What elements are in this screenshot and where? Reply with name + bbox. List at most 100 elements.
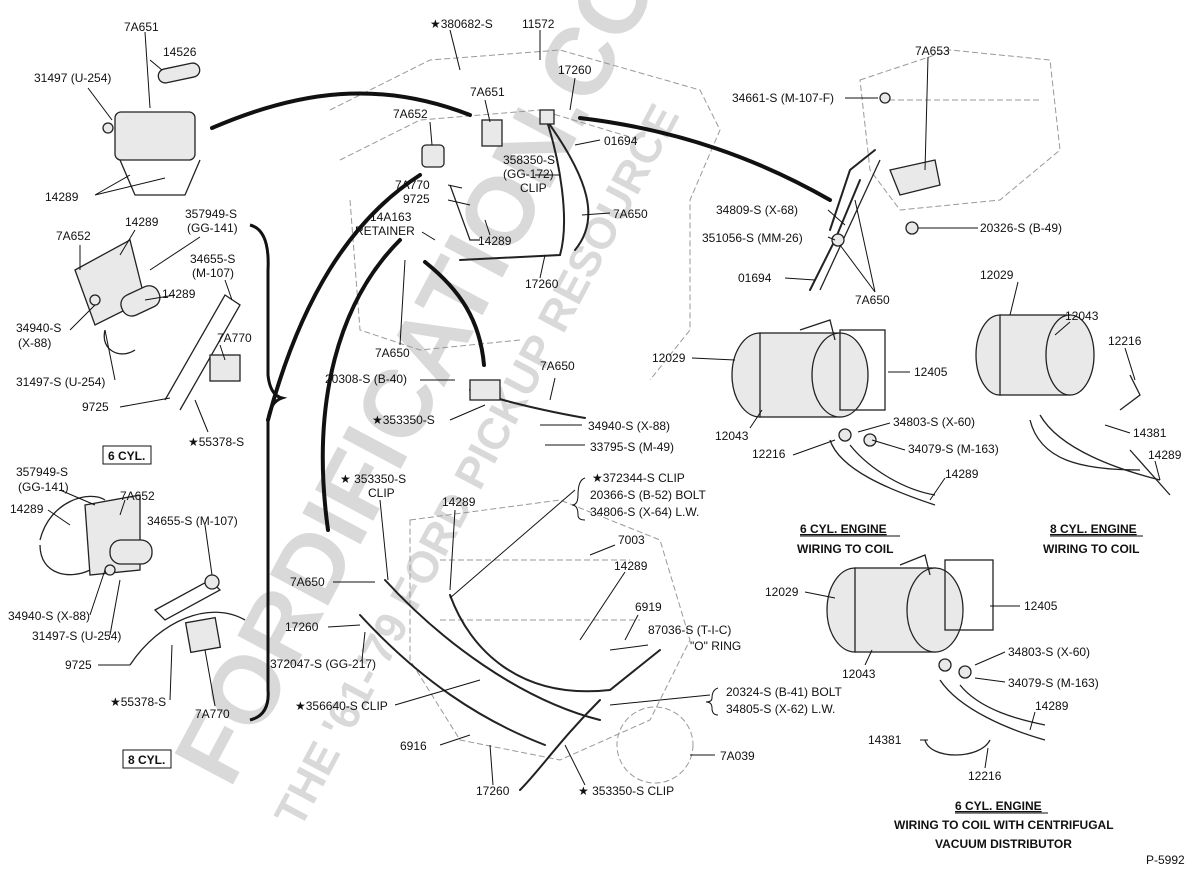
label-12216: 12216 <box>1108 334 1142 348</box>
label-358350-s: 358350-S <box>503 153 555 167</box>
label-17260: 17260 <box>476 784 510 798</box>
label-34805-s-lw: 34805-S (X-62) L.W. <box>726 702 835 716</box>
label-7A653: 7A653 <box>915 44 950 58</box>
label-14289: 14289 <box>162 287 196 301</box>
label-353350-s: ★353350-S <box>372 413 435 427</box>
label-7A651: 7A651 <box>470 85 505 99</box>
heading-8cyl-engine: 8 CYL. ENGINE <box>1050 522 1137 536</box>
label-17260: 17260 <box>525 277 559 291</box>
label-7A652: 7A652 <box>56 229 91 243</box>
label-clip: CLIP <box>368 486 395 500</box>
label-6-cyl: 6 CYL. <box>108 449 145 463</box>
label-14289: 14289 <box>614 559 648 573</box>
label-20366-s-bolt: 20366-S (B-52) BOLT <box>590 488 706 502</box>
label-14289: 14289 <box>125 215 159 229</box>
label-9725: 9725 <box>403 192 430 206</box>
label-34079-s: 34079-S (M-163) <box>908 442 999 456</box>
label-34079-s: 34079-S (M-163) <box>1008 676 1099 690</box>
label-34940-s-x88: 34940-S (X-88) <box>8 609 90 623</box>
label-12216: 12216 <box>968 769 1002 783</box>
label-12029: 12029 <box>652 351 686 365</box>
label-gg-141: (GG-141) <box>187 221 238 235</box>
label-357949-s: 357949-S <box>16 465 68 479</box>
label-380682-s: ★380682-S <box>430 17 493 31</box>
label-14A163: 14A163 <box>370 210 412 224</box>
label-20308-s: 20308-S (B-40) <box>325 372 407 386</box>
label-gg-172: (GG-172) <box>503 167 554 181</box>
label-01694: 01694 <box>738 271 772 285</box>
label-356640-s-clip: ★356640-S CLIP <box>295 699 388 713</box>
label-17260: 17260 <box>558 63 592 77</box>
label-34940-s: 34940-S <box>16 321 61 335</box>
central-connectors <box>421 109 555 401</box>
label-retainer: RETAINER <box>355 224 415 238</box>
part-labels: 7A651 14526 31497 (U-254) 14289 7A652 14… <box>8 17 1185 867</box>
coil-6cyl-centrifugal <box>826 554 1046 756</box>
label-14289: 14289 <box>478 234 512 248</box>
label-351056-s: 351056-S (MM-26) <box>702 231 803 245</box>
label-12405: 12405 <box>1024 599 1058 613</box>
label-34809-s: 34809-S (X-68) <box>716 203 798 217</box>
label-33795-s: 33795-S (M-49) <box>590 440 674 454</box>
bracket-7A653 <box>819 92 941 291</box>
callout-brace-bolt-lw <box>705 687 719 716</box>
label-34803-s: 34803-S (X-60) <box>1008 645 1090 659</box>
label-7A650: 7A650 <box>540 359 575 373</box>
label-353350-s-clip: ★ 353350-S <box>340 472 406 486</box>
label-7A650: 7A650 <box>290 575 325 589</box>
heading-6cyl-engine-centrifugal: 6 CYL. ENGINE <box>955 799 1042 813</box>
group-brace <box>249 223 288 722</box>
label-7A651: 7A651 <box>124 20 159 34</box>
label-7A770: 7A770 <box>195 707 230 721</box>
label-7A652: 7A652 <box>120 489 155 503</box>
label-gg-141: (GG-141) <box>18 480 69 494</box>
heading-wiring-to-coil: WIRING TO COIL <box>1043 542 1139 556</box>
label-34803-s: 34803-S (X-60) <box>893 415 975 429</box>
label-14289: 14289 <box>945 467 979 481</box>
resistor-assembly <box>102 62 201 196</box>
label-6919: 6919 <box>635 600 662 614</box>
label-34940-s-x88: 34940-S (X-88) <box>588 419 670 433</box>
label-31497-u254: 31497 (U-254) <box>34 71 111 85</box>
label-34655-s: 34655-S <box>190 252 235 266</box>
label-12043: 12043 <box>1065 309 1099 323</box>
label-55378-s: ★55378-S <box>110 695 166 709</box>
label-353350-s-clip: ★ 353350-S CLIP <box>578 784 674 798</box>
label-34661-s: 34661-S (M-107-F) <box>732 91 834 105</box>
label-7A650: 7A650 <box>613 207 648 221</box>
label-87036-s: 87036-S (T-I-C) <box>648 623 731 637</box>
label-7A770: 7A770 <box>395 178 430 192</box>
label-20324-s-bolt: 20324-S (B-41) BOLT <box>726 685 842 699</box>
box-6cyl <box>102 445 152 465</box>
label-7A039: 7A039 <box>720 749 755 763</box>
watermark-main: FORDIFICATION.COM <box>154 0 716 800</box>
label-14289: 14289 <box>442 495 476 509</box>
figure-number: P-5992 <box>1146 853 1185 867</box>
label-12043: 12043 <box>715 429 749 443</box>
coil-8cyl <box>975 314 1171 496</box>
label-31497-s: 31497-S (U-254) <box>16 375 105 389</box>
label-14526: 14526 <box>163 45 197 59</box>
label-34655-s-m107: 34655-S (M-107) <box>147 514 238 528</box>
label-m-107: (M-107) <box>192 266 234 280</box>
label-11572: 11572 <box>522 17 555 31</box>
label-17260: 17260 <box>285 620 319 634</box>
leader-lines <box>47 29 1161 786</box>
heading-6cyl-engine: 6 CYL. ENGINE <box>800 522 887 536</box>
label-12405: 12405 <box>914 365 948 379</box>
label-14381: 14381 <box>868 733 902 747</box>
label-14289: 14289 <box>10 502 44 516</box>
label-12216: 12216 <box>752 447 786 461</box>
label-6916: 6916 <box>400 739 427 753</box>
callout-brace-clip-bolt <box>571 477 586 521</box>
label-9725: 9725 <box>82 400 109 414</box>
label-7A652: 7A652 <box>393 107 428 121</box>
label-o-ring: "O" RING <box>690 639 741 653</box>
label-14289: 14289 <box>1035 699 1069 713</box>
label-372344-s-clip: ★372344-S CLIP <box>592 471 685 485</box>
coil-6cyl <box>731 319 936 506</box>
switch-assembly-6cyl <box>74 239 241 411</box>
label-7A770: 7A770 <box>217 331 252 345</box>
label-31497-s-u254: 31497-S (U-254) <box>32 629 121 643</box>
